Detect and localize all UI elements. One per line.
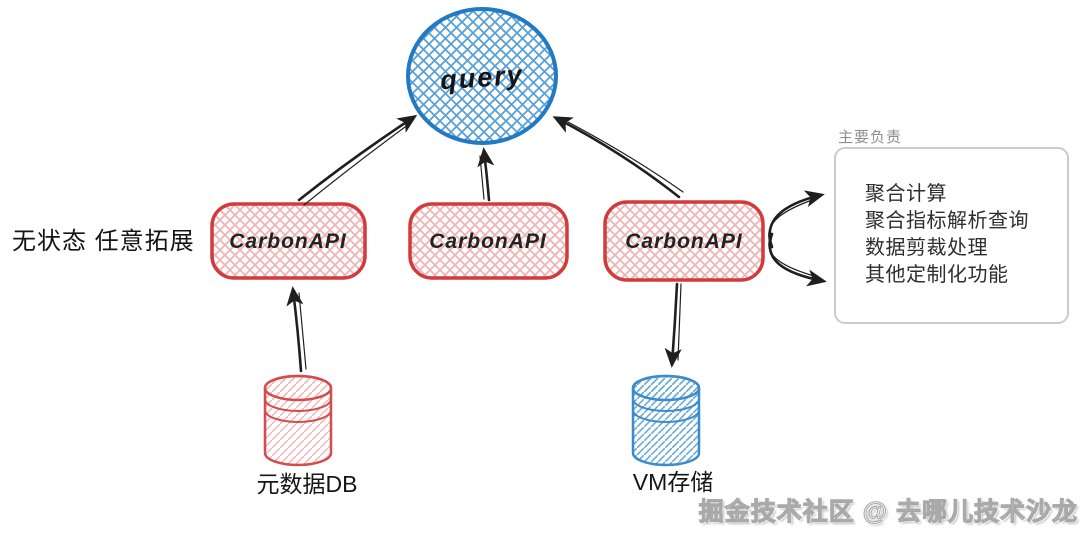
arrow-api3-to-duties-lower-sketchline xyxy=(768,237,815,277)
arrow-metadata-db-to-api1-sketchline xyxy=(298,292,307,370)
carbonapi-label-2: CarbonAPI xyxy=(429,230,547,253)
arrow-api3-to-query-sketchline xyxy=(567,121,684,193)
watermark-text: 掘金技术社区 @ 去哪儿技术沙龙 xyxy=(698,498,1078,527)
arrow-api1-to-query-sketchline xyxy=(303,126,406,206)
stateless-note: 无状态 任意拓展 xyxy=(12,228,195,255)
arrow-api3-to-duties-lower xyxy=(768,232,827,287)
arrow-api3-to-vm-storage-sketchline xyxy=(677,283,682,361)
responsibilities-panel-border xyxy=(834,147,1069,324)
responsibilities-title: 主要负责 xyxy=(838,129,903,146)
responsibility-item: 聚合指标解析查询 xyxy=(865,210,1029,232)
vm-storage-label: VM存储 xyxy=(632,469,714,495)
arrow-api3-to-query xyxy=(552,116,681,199)
query-node-label: query xyxy=(439,59,525,96)
carbonapi-box-1 xyxy=(210,202,367,280)
arrow-api2-to-query-sketchline xyxy=(479,155,485,200)
responsibilities-list: 聚合计算 聚合指标解析查询 数据剪裁处理 其他定制化功能 xyxy=(865,181,1029,289)
metadata-db-cylinder xyxy=(263,374,333,467)
arrow-api3-to-vm-storage xyxy=(664,282,682,368)
responsibility-item: 其他定制化功能 xyxy=(865,264,1009,286)
arrow-api1-to-query xyxy=(297,114,418,202)
vm-storage-cylinder xyxy=(631,374,701,467)
carbonapi-box-2 xyxy=(408,202,569,280)
carbonapi-label-1: CarbonAPI xyxy=(229,230,347,253)
query-node-circle xyxy=(406,7,558,145)
carbonapi-box-3 xyxy=(603,200,765,282)
responsibility-item: 聚合计算 xyxy=(865,183,947,205)
carbonapi-label-3: CarbonAPI xyxy=(625,230,743,253)
arrow-api3-to-duties-upper-sketchline xyxy=(768,199,813,244)
arrow-api2-to-query xyxy=(477,147,495,202)
responsibility-item: 数据剪裁处理 xyxy=(865,237,988,259)
arrow-api3-to-duties-upper xyxy=(768,190,825,249)
arrow-metadata-db-to-api1 xyxy=(286,286,304,373)
metadata-db-label: 元数据DB xyxy=(256,471,358,497)
